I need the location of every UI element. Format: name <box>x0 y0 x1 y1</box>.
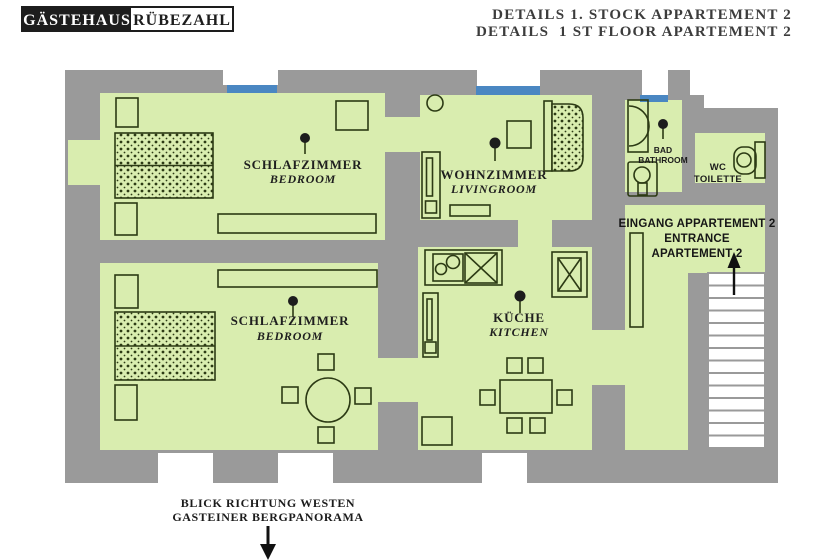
hall-floor-upper <box>625 205 765 273</box>
bedroom1-window-niche <box>68 140 102 185</box>
nightstand-icon <box>114 384 138 421</box>
window-gap-top-1 <box>223 70 278 85</box>
counter-icon <box>424 249 503 286</box>
staircase <box>707 272 766 449</box>
passage-living-kitchen <box>518 218 552 249</box>
livingroom-label-de: WOHNZIMMER <box>441 167 548 182</box>
bedroom2-label-en: BEDROOM <box>256 329 323 343</box>
livingroom-furniture <box>421 94 584 219</box>
wardrobe-icon <box>217 269 378 288</box>
ceiling-lamp-icon <box>489 137 501 161</box>
sofa-icon <box>543 100 584 172</box>
footer-line1: BLICK RICHTUNG WESTEN <box>181 496 355 510</box>
bathroom-furniture <box>627 99 668 197</box>
page-title-line1: DETAILS 1. STOCK APPARTEMENT 2 <box>492 7 792 23</box>
ceiling-lamp-icon <box>288 296 298 317</box>
nightstand-icon <box>115 97 139 128</box>
wardrobe-icon <box>335 100 369 131</box>
window-gap-bottom-3 <box>482 453 527 483</box>
hall-floor-lower <box>625 270 688 450</box>
bedroom2-furniture <box>114 269 378 444</box>
passage-bedroom1-living <box>385 117 421 152</box>
corner-light-icon <box>426 94 444 112</box>
nightstand-icon <box>114 202 138 236</box>
bathroom-label-en: BATHROOM <box>638 155 687 165</box>
wc-floor <box>695 133 765 183</box>
logo-part1: GÄSTEHAUS <box>23 11 131 29</box>
bathroom-label-de: BAD <box>654 145 672 155</box>
bed-icon <box>114 132 214 199</box>
coffee-table-icon <box>449 204 491 217</box>
logo: GÄSTEHAUS RÜBEZAHL <box>21 6 234 32</box>
windows <box>158 70 668 483</box>
window-gap-top-3 <box>642 70 668 95</box>
nightstand-icon <box>114 274 139 309</box>
table-chairs <box>281 353 372 444</box>
dining-table-icon <box>499 379 553 414</box>
entrance-label-line2: ENTRANCE <box>664 233 730 245</box>
wc-label-de: WC <box>710 162 726 173</box>
entrance-label-line1: EINGANG APPARTEMENT 2 <box>619 218 776 230</box>
passage-bedroom2-kitchen <box>378 358 420 402</box>
bedroom1-label-de: SCHLAFZIMMER <box>244 157 363 172</box>
door-leaf-icon <box>629 232 644 328</box>
toilet-bidet-icon <box>627 161 658 197</box>
window-glass-top-3 <box>640 95 668 102</box>
bedroom2-label-de: SCHLAFZIMMER <box>231 313 350 328</box>
cupboard-icon <box>422 292 439 358</box>
washbasin-icon <box>627 99 650 153</box>
bedroom1-label-en: BEDROOM <box>269 172 336 186</box>
ceiling-lamp-icon <box>514 290 526 313</box>
livingroom-label-en: LIVINGROOM <box>450 182 537 196</box>
kitchen-floor <box>418 247 592 450</box>
view-direction-arrow-icon <box>260 526 276 560</box>
window-gap-bottom-1 <box>158 453 213 483</box>
side-table-icon <box>506 120 532 149</box>
ceiling-lamp-icon <box>658 119 668 139</box>
bedroom1-furniture <box>114 97 377 236</box>
shelf-icon <box>421 151 441 219</box>
cabinet-icon <box>421 416 453 446</box>
kitchen-furniture <box>421 249 588 446</box>
window-glass-top-1 <box>227 85 277 93</box>
round-table-icon <box>305 377 351 423</box>
wc-label-en: TOILETTE <box>694 174 742 185</box>
window-glass-top-2 <box>476 86 540 95</box>
toilet-icon <box>733 141 766 179</box>
sink-icon <box>432 253 464 282</box>
window-gap-top-2 <box>477 70 540 86</box>
fridge-icon <box>551 251 588 298</box>
kitchen-label-en: KITCHEN <box>488 325 549 339</box>
sideboard-icon <box>217 213 377 234</box>
passage-hall-kitchen <box>590 330 627 385</box>
kitchen-label-de: KÜCHE <box>493 310 545 325</box>
entrance-label-line3: APARTEMENT 2 <box>652 248 743 260</box>
stairs-up-arrow-icon <box>727 252 741 295</box>
page-title-line2: DETAILS 1 ST FLOOR APARTEMENT 2 <box>476 24 792 40</box>
window-gap-bottom-2 <box>278 453 333 483</box>
wc-furniture <box>733 141 766 179</box>
stove-icon <box>464 252 498 284</box>
footer-line2: GASTEINER BERGPANORAMA <box>172 510 363 524</box>
ceiling-lamp-icon <box>300 133 310 154</box>
dining-chairs <box>479 357 573 434</box>
bed-icon <box>114 311 216 381</box>
logo-part2: RÜBEZAHL <box>133 11 231 29</box>
